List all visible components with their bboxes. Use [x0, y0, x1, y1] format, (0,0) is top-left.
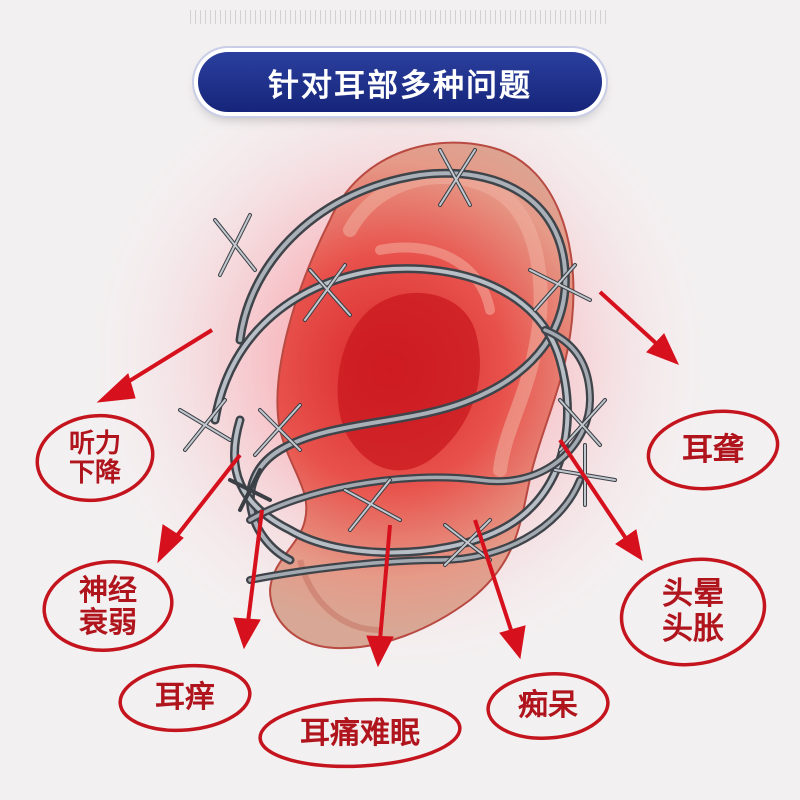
label-neurasthenia: 神经 衰弱	[58, 566, 158, 646]
arrows	[96, 290, 679, 668]
label-hearing-loss-line1: 听力	[68, 428, 121, 459]
label-dementia: 痴呆	[495, 684, 601, 728]
ear-helix	[343, 170, 548, 477]
label-dizziness-swelling: 头晕 头胀	[640, 568, 746, 656]
label-hearing-loss-line2: 下降	[68, 458, 121, 488]
arrow-to-ear-pain	[366, 524, 394, 668]
barbed-wire	[178, 148, 617, 584]
label-neurasthenia-line1: 神经	[78, 572, 137, 607]
label-neurasthenia-line2: 衰弱	[78, 605, 137, 639]
arrow-to-deafness	[598, 290, 679, 365]
circle-deafness	[646, 409, 780, 491]
circle-dementia	[486, 672, 610, 740]
label-dementia-text: 痴呆	[518, 688, 578, 724]
label-deafness-text: 耳聋	[682, 431, 744, 468]
label-dizziness-line1: 头晕	[662, 576, 724, 613]
label-circles	[35, 409, 780, 769]
label-ear-pain-insomnia: 耳痛难眠	[270, 712, 450, 756]
page-title: 针对耳部多种问题	[268, 67, 532, 104]
circle-hearing-loss	[35, 413, 155, 503]
label-itchy-ear: 耳痒	[130, 676, 240, 720]
circle-ear-pain	[258, 697, 462, 769]
ear-antihelix	[375, 242, 495, 315]
circle-neurasthenia	[42, 559, 174, 653]
title-banner: 针对耳部多种问题	[198, 52, 602, 112]
arrow-to-itchy-ear	[233, 509, 264, 650]
circle-dizziness	[619, 557, 767, 667]
label-ear-pain-insomnia-text: 耳痛难眠	[300, 716, 420, 752]
circle-itchy-ear	[118, 663, 252, 733]
label-hearing-loss: 听力 下降	[50, 420, 140, 498]
label-itchy-ear-text: 耳痒	[155, 680, 215, 716]
arrow-to-dizziness	[558, 438, 643, 562]
label-dizziness-line2: 头胀	[662, 611, 724, 647]
label-deafness: 耳聋	[660, 428, 766, 472]
arrow-to-neurasthenia	[157, 453, 242, 564]
arrow-to-hearing-loss	[96, 328, 214, 403]
arrow-to-dementia	[473, 519, 526, 660]
